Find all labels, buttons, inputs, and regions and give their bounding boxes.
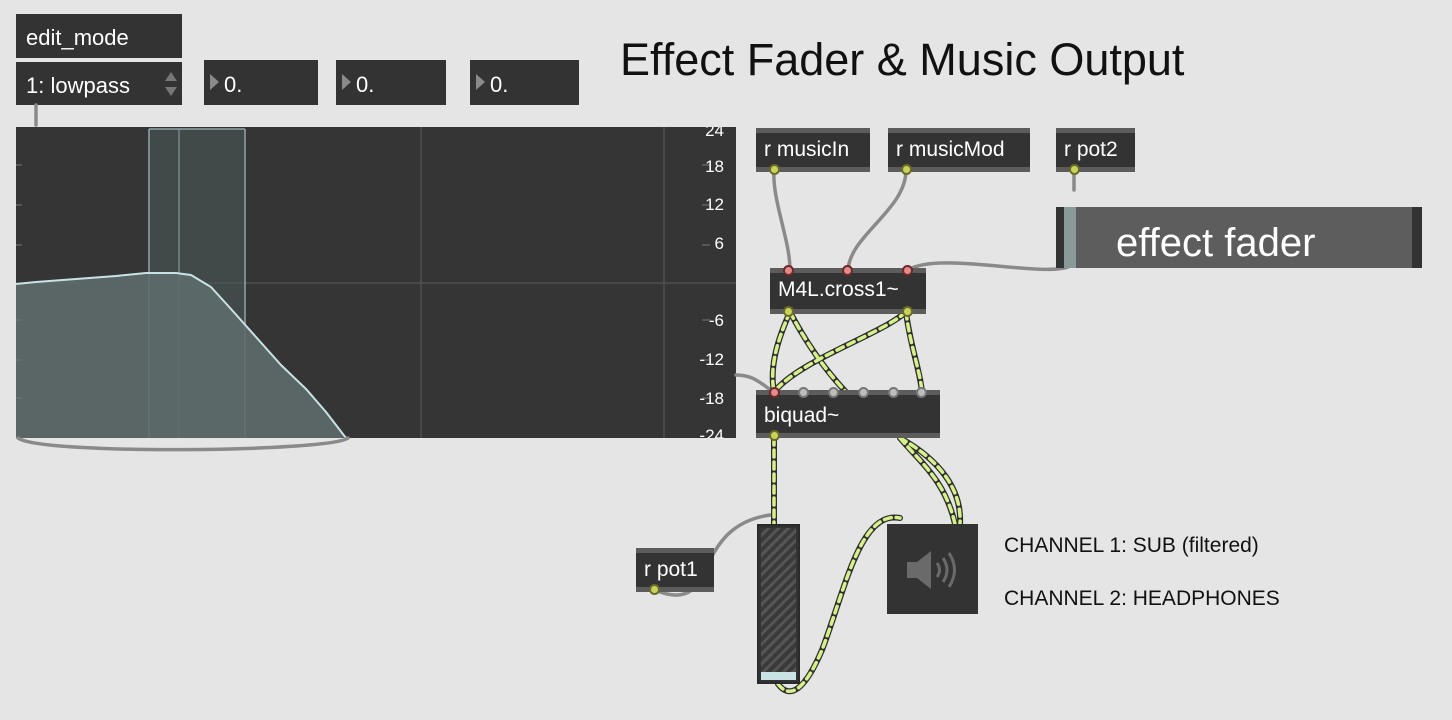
edit-mode-label: edit_mode bbox=[26, 25, 129, 50]
y-tick-label: -18 bbox=[699, 389, 724, 408]
inlet-port[interactable] bbox=[888, 387, 899, 398]
slider-knob[interactable] bbox=[1064, 207, 1076, 268]
filter-graph[interactable]: 24 18 12 6 -6 -12 -18 -24 bbox=[16, 127, 736, 438]
object-label: r pot1 bbox=[644, 558, 698, 581]
m4l-cross1-object[interactable]: M4L.cross1~ bbox=[770, 265, 926, 317]
number-box-2[interactable]: 0. bbox=[336, 60, 446, 105]
inlet-port[interactable] bbox=[783, 265, 794, 276]
receive-pot2-object[interactable]: r pot2 bbox=[1056, 128, 1135, 175]
channel-2-comment: CHANNEL 2: HEADPHONES bbox=[1004, 587, 1280, 610]
speaker-icon bbox=[907, 551, 956, 589]
number-box-value: 0. bbox=[490, 72, 509, 97]
y-tick-label: 6 bbox=[714, 234, 724, 253]
inlet-port[interactable] bbox=[902, 265, 913, 276]
object-label: biquad~ bbox=[764, 404, 840, 427]
channel-1-comment: CHANNEL 1: SUB (filtered) bbox=[1004, 534, 1259, 557]
object-label: r pot2 bbox=[1064, 138, 1118, 161]
outlet-port[interactable] bbox=[1069, 164, 1080, 175]
receive-musicmod-object[interactable]: r musicMod bbox=[888, 128, 1030, 175]
inlet-port[interactable] bbox=[858, 387, 869, 398]
inlet-port[interactable] bbox=[798, 387, 809, 398]
number-box-3[interactable]: 0. bbox=[470, 60, 579, 105]
y-tick-label: -12 bbox=[699, 350, 724, 369]
y-tick-label: 18 bbox=[705, 157, 724, 176]
filter-mode-menu[interactable]: 1: lowpass bbox=[16, 62, 182, 105]
number-box-1[interactable]: 0. bbox=[204, 60, 318, 105]
number-box-value: 0. bbox=[224, 72, 243, 97]
y-tick-label: -24 bbox=[699, 426, 724, 438]
gain-meter-stripes bbox=[761, 528, 796, 672]
outlet-port[interactable] bbox=[902, 306, 913, 317]
outlet-port[interactable] bbox=[783, 306, 794, 317]
receive-pot1-object[interactable]: r pot1 bbox=[636, 548, 714, 595]
slider-label: effect fader bbox=[1116, 221, 1316, 265]
audio-output-dac[interactable] bbox=[887, 524, 978, 614]
y-tick-label: -6 bbox=[708, 311, 724, 330]
object-label: M4L.cross1~ bbox=[778, 278, 899, 301]
gain-slider[interactable] bbox=[757, 524, 800, 684]
number-triangle-icon bbox=[342, 74, 351, 90]
number-triangle-icon bbox=[476, 74, 485, 90]
slider-track[interactable] bbox=[1064, 207, 1412, 268]
outlet-port[interactable] bbox=[769, 164, 780, 175]
object-label: r musicIn bbox=[764, 138, 850, 161]
object-label: r musicMod bbox=[896, 138, 1005, 161]
effect-fader-slider[interactable]: effect fader bbox=[1056, 207, 1422, 268]
stepper-arrows-icon bbox=[165, 72, 177, 96]
receive-musicin-object[interactable]: r musicIn bbox=[756, 128, 870, 175]
outlet-port[interactable] bbox=[901, 164, 912, 175]
outlet-port[interactable] bbox=[769, 430, 780, 441]
gain-level-indicator[interactable] bbox=[761, 672, 796, 680]
inlet-port[interactable] bbox=[842, 265, 853, 276]
filter-response-curve bbox=[16, 127, 736, 438]
y-tick-label: 24 bbox=[705, 127, 724, 140]
filter-mode-value: 1: lowpass bbox=[26, 73, 130, 98]
inlet-port[interactable] bbox=[769, 387, 780, 398]
edit-mode-message[interactable]: edit_mode bbox=[16, 14, 182, 58]
outlet-port[interactable] bbox=[649, 584, 660, 595]
page-title: Effect Fader & Music Output bbox=[620, 34, 1185, 85]
y-tick-label: 12 bbox=[705, 195, 724, 214]
number-box-value: 0. bbox=[356, 72, 375, 97]
number-triangle-icon bbox=[210, 74, 219, 90]
inlet-port[interactable] bbox=[828, 387, 839, 398]
biquad-object[interactable]: biquad~ bbox=[756, 387, 940, 441]
inlet-port[interactable] bbox=[916, 387, 927, 398]
